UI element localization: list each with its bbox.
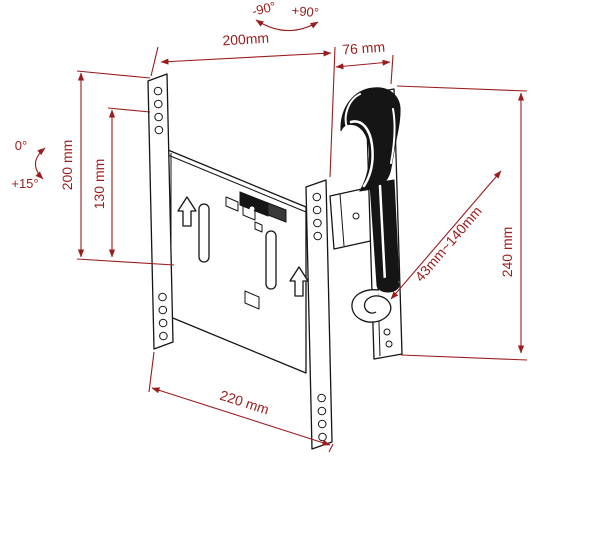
top-width-label: 200mm	[222, 30, 270, 49]
vesa-plate	[167, 149, 309, 374]
slot-left	[198, 203, 210, 263]
depth-label: 76 mm	[342, 39, 386, 58]
dim-depth: 76 mm	[335, 39, 394, 85]
bracket-drawing	[147, 73, 403, 450]
tilt-arc-arrow	[34, 147, 46, 180]
dim-left-height: 200 mm	[59, 70, 175, 266]
dim-right-height: 240 mm	[396, 85, 528, 361]
dim-tilt-range: 0° +15°	[11, 138, 46, 191]
tilt-min-label: 0°	[15, 138, 27, 153]
swivel-arc-arrow	[255, 19, 319, 32]
slot-right	[265, 230, 277, 290]
dim-top-width: 200mm	[150, 30, 336, 178]
left-height-label: 200 mm	[59, 140, 75, 191]
right-rail	[305, 179, 333, 450]
dim-inner-height: 130 mm	[91, 107, 151, 258]
dim-bottom-width: 220 mm	[148, 351, 334, 453]
extension-range-label: 43mm~140mm	[412, 203, 485, 285]
cable-hook	[351, 289, 392, 323]
arm-elbow	[376, 277, 400, 293]
up-arrow-left	[177, 196, 197, 227]
inner-height-label: 130 mm	[91, 159, 107, 210]
bottom-width-label: 220 mm	[218, 387, 271, 418]
dim-swivel-range: -90° +90°	[250, 0, 320, 32]
pivot-bracket	[329, 186, 376, 250]
swivel-pos-label: +90°	[291, 3, 319, 20]
swivel-neg-label: -90°	[250, 0, 277, 19]
left-rail	[147, 73, 174, 350]
tilt-max-label: +15°	[11, 176, 38, 191]
up-arrow-right	[289, 266, 309, 297]
pivot-mechanism	[239, 191, 287, 223]
dim-extension-range: 43mm~140mm	[390, 170, 502, 300]
right-height-label: 240 mm	[499, 227, 515, 278]
